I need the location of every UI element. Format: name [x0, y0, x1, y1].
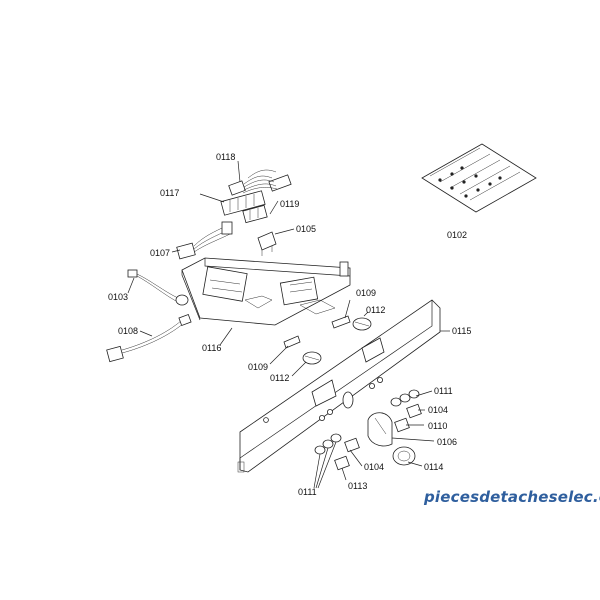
connector-block-0117 — [220, 190, 266, 216]
label-0111-left: 0111 — [298, 487, 317, 497]
wiring-harness-0107 — [176, 221, 233, 260]
label-0115: 0115 — [452, 326, 471, 336]
label-0111-right: 0111 — [434, 386, 453, 396]
knob-shaft-0104-left — [344, 437, 360, 453]
label-0103: 0103 — [108, 292, 128, 302]
display-cover-0106 — [367, 412, 393, 447]
knob-shaft-0104-right — [406, 403, 422, 419]
cable-0103 — [127, 269, 189, 306]
knob-shaft-0113 — [334, 455, 350, 471]
clip-0112-lower — [302, 351, 322, 365]
switch-0105 — [257, 231, 277, 256]
screw-bag-0102 — [421, 143, 537, 213]
label-0106: 0106 — [437, 437, 457, 447]
label-0118: 0118 — [216, 152, 235, 162]
leader-lines — [127, 160, 450, 489]
control-panel-0115 — [237, 299, 441, 473]
label-0108: 0108 — [118, 326, 138, 336]
label-0107: 0107 — [150, 248, 170, 258]
part-labels: 0118 0117 0119 0105 0107 0102 0103 0109 … — [108, 152, 471, 497]
label-0104-left: 0104 — [364, 462, 384, 472]
electronic-module-0116 — [181, 257, 351, 326]
label-0112-upper: 0112 — [366, 305, 385, 315]
screw-0109-lower — [283, 335, 301, 349]
label-0109-upper: 0109 — [356, 288, 376, 298]
watermark-text: piecesdetacheselec.com — [423, 488, 600, 506]
label-0102: 0102 — [447, 230, 467, 240]
label-0105: 0105 — [296, 224, 316, 234]
screw-0109-upper — [331, 315, 351, 329]
knob-0110 — [394, 417, 410, 433]
label-0119: 0119 — [280, 199, 299, 209]
label-0116: 0116 — [202, 343, 221, 353]
label-0112-lower: 0112 — [270, 373, 289, 383]
push-buttons-0111-left — [314, 433, 342, 455]
label-0113: 0113 — [348, 481, 367, 491]
label-0104-right: 0104 — [428, 405, 448, 415]
label-0117: 0117 — [160, 188, 179, 198]
label-0114: 0114 — [424, 462, 443, 472]
wiring-harness-0118 — [228, 169, 292, 196]
clip-0112-upper — [352, 317, 372, 331]
label-0110: 0110 — [428, 421, 447, 431]
connector-block-0119 — [242, 204, 268, 224]
push-buttons-0111-right — [390, 389, 420, 407]
knob-0114 — [392, 446, 416, 466]
cable-0108 — [106, 314, 192, 363]
label-0109-lower: 0109 — [248, 362, 268, 372]
